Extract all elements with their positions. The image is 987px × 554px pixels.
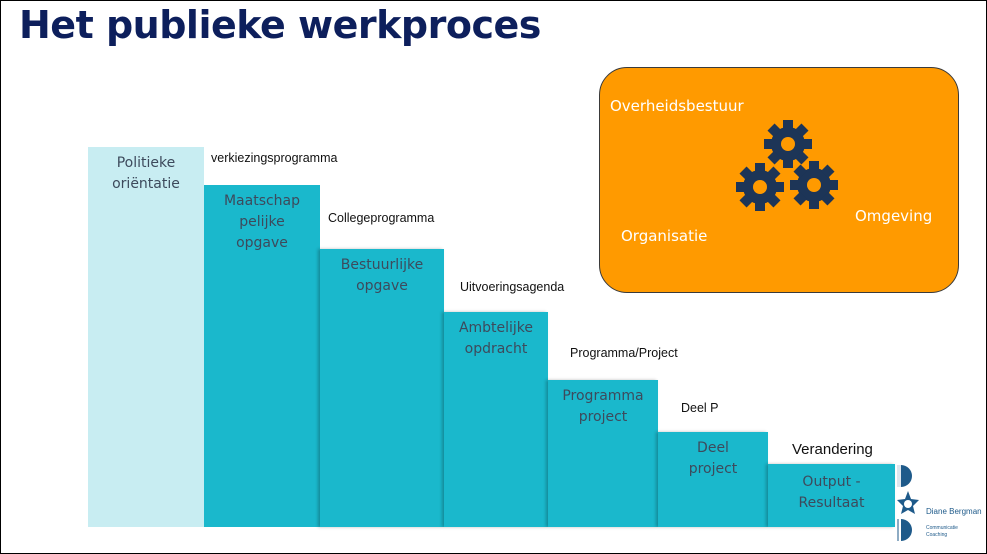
step-label-line2: opgave bbox=[356, 278, 408, 294]
step-label-line1: Deel bbox=[697, 440, 729, 456]
label-uitvoeringsagenda: Uitvoeringsagenda bbox=[460, 280, 565, 294]
step-label-line1: Programma bbox=[562, 388, 644, 404]
step-label-line1: Bestuurlijke bbox=[340, 257, 424, 273]
box-label-organisatie: Organisatie bbox=[621, 227, 708, 245]
logo-line1: Communicatie bbox=[926, 525, 958, 531]
logo-line2: Coaching bbox=[926, 532, 948, 538]
step-label-line1: Politieke bbox=[116, 155, 176, 171]
diane-bergman-logo: Diane Bergman Communicatie Coaching bbox=[895, 463, 985, 543]
step-label-line2: oriëntatie bbox=[112, 176, 180, 192]
step-bestuurlijke-opgave: Bestuurlijke opgave bbox=[320, 249, 444, 527]
step-label-line2: opdracht bbox=[464, 341, 528, 357]
label-verandering: Verandering bbox=[792, 441, 873, 458]
step-label-line1: Ambtelijke bbox=[458, 320, 534, 336]
gears-icon bbox=[736, 120, 838, 211]
step-programma-project: Programma project bbox=[548, 380, 658, 527]
label-collegeprogramma: Collegeprogramma bbox=[328, 211, 435, 225]
step-deel-project: Deel project bbox=[658, 432, 768, 527]
step-label-line2: project bbox=[578, 409, 628, 425]
label-verkiezingsprogramma: verkiezingsprogramma bbox=[211, 151, 338, 165]
step-label-line2: pelijke bbox=[239, 214, 285, 230]
step-label-line2: project bbox=[688, 461, 738, 477]
step-label-line3: opgave bbox=[236, 235, 288, 251]
step-label-line1: Output - bbox=[802, 474, 861, 490]
step-label-line2: Resultaat bbox=[798, 495, 865, 511]
logo-name: Diane Bergman bbox=[926, 507, 982, 516]
step-output-resultaat: Output - Resultaat bbox=[768, 464, 895, 527]
governance-box: Overheidsbestuur Organisatie Omgeving bbox=[599, 67, 959, 293]
step-label-line1: Maatschap bbox=[223, 193, 301, 209]
label-programma-project: Programma/Project bbox=[570, 346, 678, 360]
box-label-overheidsbestuur: Overheidsbestuur bbox=[610, 97, 744, 115]
page-title: Het publieke werkproces bbox=[19, 3, 541, 47]
step-ambtelijke-opdracht: Ambtelijke opdracht bbox=[444, 312, 548, 527]
step-maatschappelijke-opgave: Maatschap pelijke opgave bbox=[204, 185, 320, 527]
label-deel-p: Deel P bbox=[681, 401, 719, 415]
box-label-omgeving: Omgeving bbox=[855, 207, 933, 225]
step-politieke-orientatie: Politieke oriëntatie bbox=[88, 147, 204, 527]
logo-mark-icon bbox=[897, 465, 919, 541]
